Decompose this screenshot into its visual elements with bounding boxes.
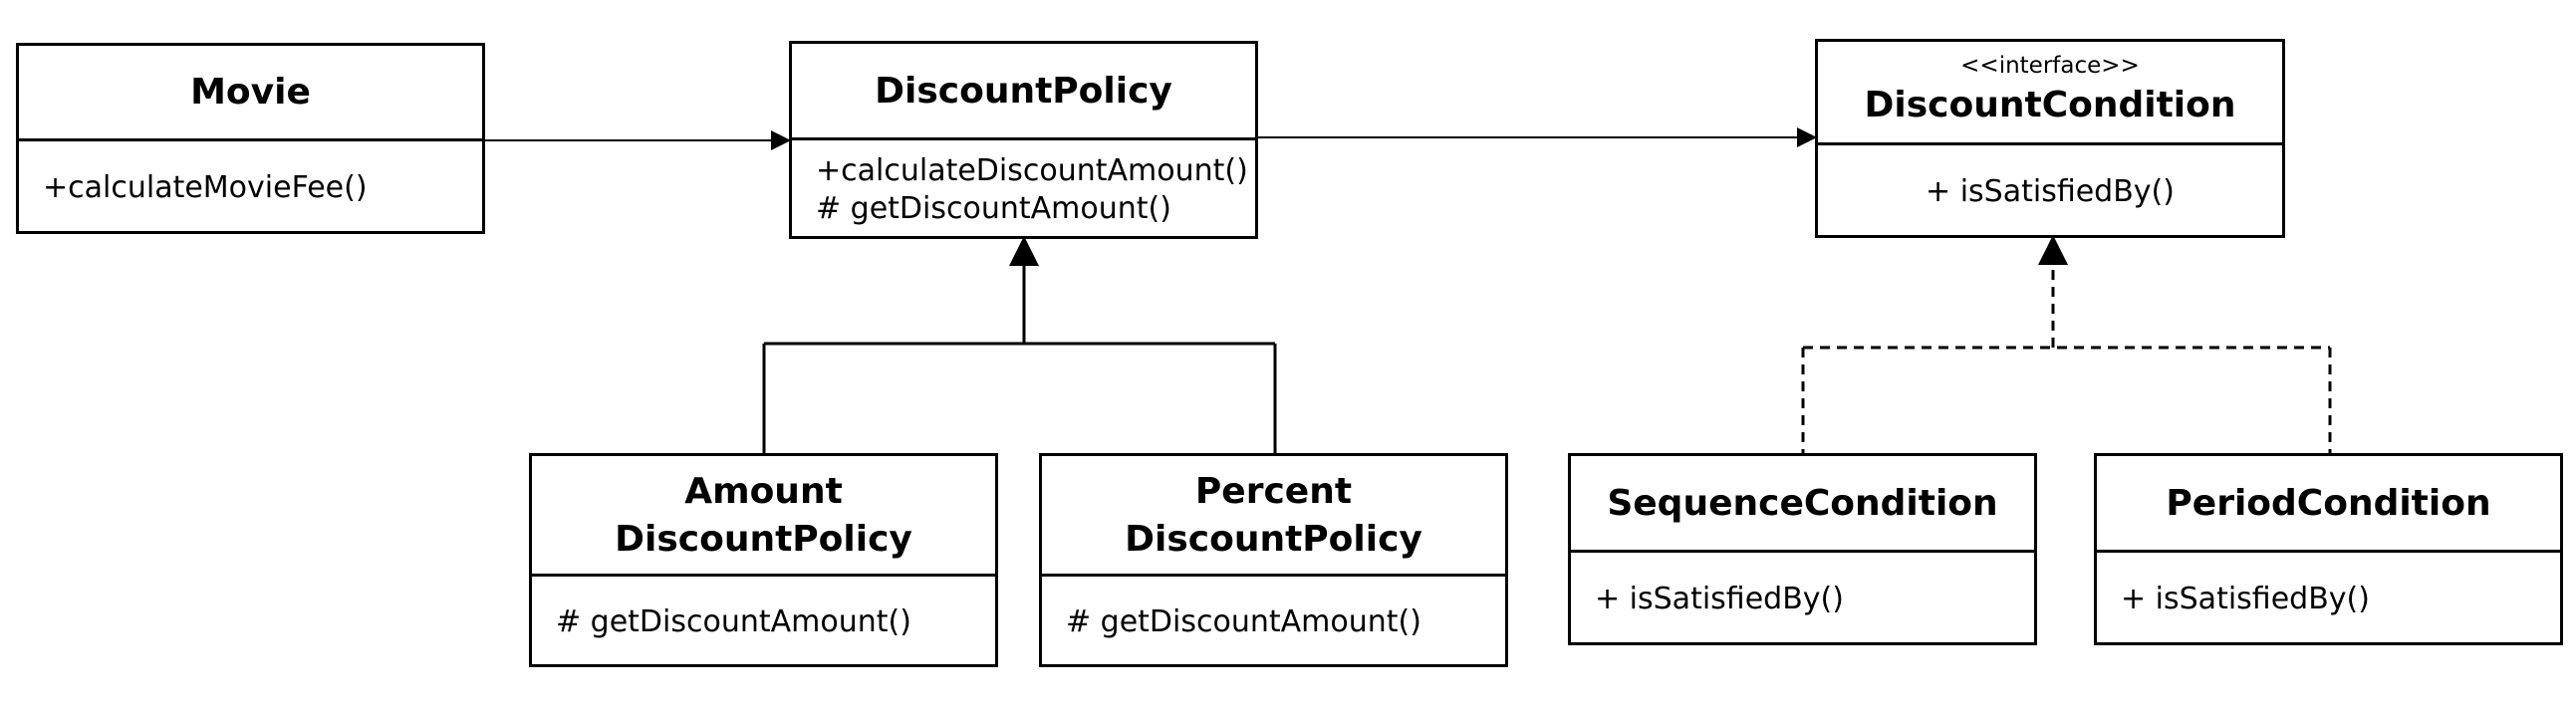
class-header: Amount DiscountPolicy [532,456,995,575]
class-divider [1042,574,1505,577]
class-methods: +calculateMovieFee() [19,141,482,234]
class-divider [792,137,1255,140]
class-divider [1571,550,2034,553]
class-name: Percent DiscountPolicy [1125,470,1422,560]
realization-to-discount-condition [1801,235,2332,453]
generalization-to-discount-policy [762,236,1277,453]
class-name: Movie [190,72,311,113]
class-header: <<interface>> DiscountCondition [1818,42,2282,143]
class-box-amount-discount-policy: Amount DiscountPolicy # getDiscountAmoun… [529,453,998,667]
class-divider [2097,550,2560,553]
class-header: Percent DiscountPolicy [1042,456,1505,575]
method-get-discount-amount: # getDiscountAmount() [816,190,1171,226]
method-calculate-movie-fee: +calculateMovieFee() [43,169,368,205]
class-header: PeriodCondition [2097,456,2560,551]
class-methods: + isSatisfiedBy() [1571,553,2034,645]
class-divider [19,138,482,141]
class-header: Movie [19,46,482,139]
class-name: DiscountCondition [1864,84,2236,125]
class-methods: # getDiscountAmount() [532,577,995,667]
class-box-period-condition: PeriodCondition + isSatisfiedBy() [2094,453,2563,645]
class-header: SequenceCondition [1571,456,2034,551]
class-divider [532,574,995,577]
interface-stereotype: <<interface>> [1960,52,2140,79]
class-header: DiscountPolicy [792,44,1255,138]
class-name: PeriodCondition [2166,482,2491,524]
class-box-discount-policy: DiscountPolicy +calculateDiscountAmount(… [789,41,1258,239]
class-methods: # getDiscountAmount() [1042,577,1505,667]
class-box-sequence-condition: SequenceCondition + isSatisfiedBy() [1568,453,2037,645]
class-box-percent-discount-policy: Percent DiscountPolicy # getDiscountAmou… [1039,453,1508,667]
class-name: DiscountPolicy [875,70,1172,112]
method-get-discount-amount: # getDiscountAmount() [556,603,911,639]
class-name: Amount DiscountPolicy [615,470,912,560]
class-methods: +calculateDiscountAmount() # getDiscount… [792,140,1255,239]
class-divider [1818,142,2282,145]
method-is-satisfied-by: + isSatisfiedBy() [1926,173,2175,209]
method-is-satisfied-by: + isSatisfiedBy() [1595,581,1844,616]
class-box-movie: Movie +calculateMovieFee() [16,43,485,234]
class-methods: + isSatisfiedBy() [1818,145,2282,238]
method-calculate-discount-amount: +calculateDiscountAmount() [816,152,1248,188]
class-box-discount-condition: <<interface>> DiscountCondition + isSati… [1815,39,2285,238]
method-get-discount-amount: # getDiscountAmount() [1066,603,1421,639]
class-name: SequenceCondition [1607,482,1998,524]
class-methods: + isSatisfiedBy() [2097,553,2560,645]
method-is-satisfied-by: + isSatisfiedBy() [2121,581,2370,616]
